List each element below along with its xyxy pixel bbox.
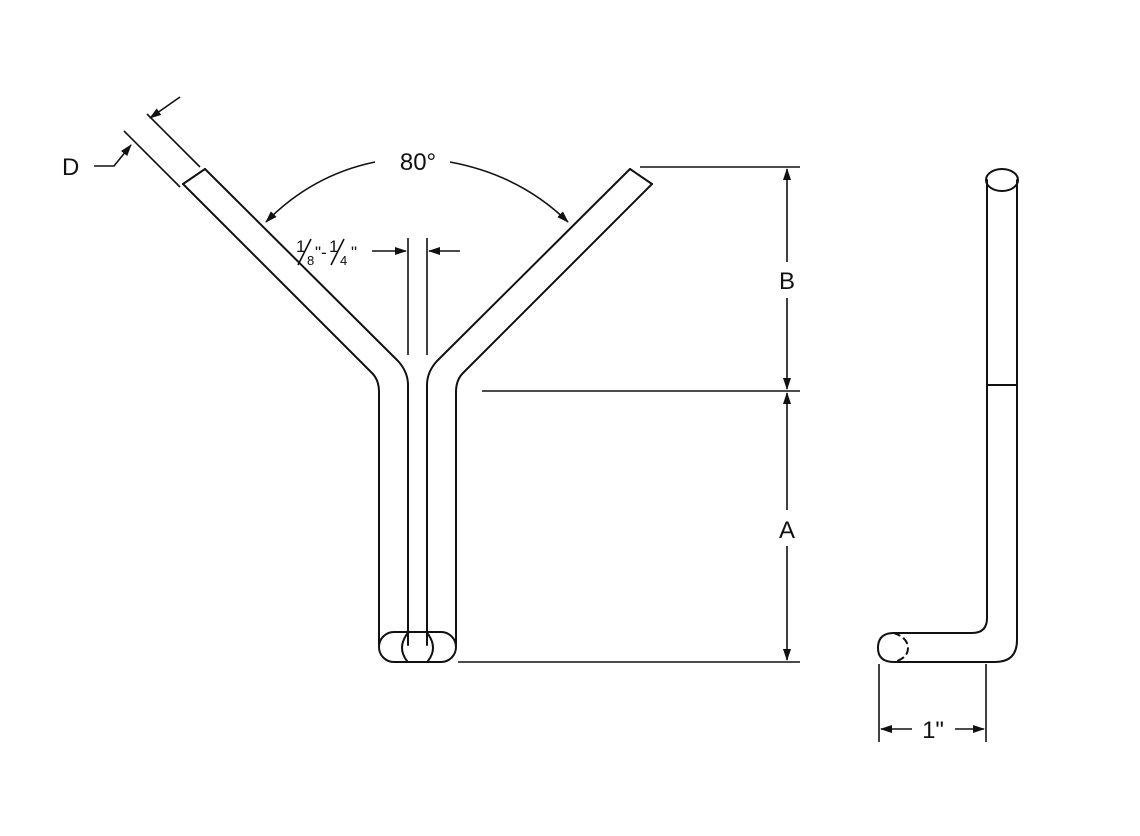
angle-arc-left (265, 161, 376, 223)
diameter-ext-line-2 (146, 113, 201, 168)
offset-dimension: 1" (878, 664, 987, 744)
gap-fraction-separator: "- (315, 243, 327, 262)
gap-dimension: 1 8 "- 1 4 " (296, 237, 460, 355)
rod-left-outer-edge (182, 183, 380, 646)
gap-fraction-1-slash (297, 238, 312, 266)
side-rod-inner-edge (893, 179, 988, 634)
offset-label: 1" (922, 717, 944, 744)
diameter-ext-line-1 (123, 130, 181, 188)
angle-dimension: 80° (265, 149, 569, 223)
a-label: A (779, 517, 795, 544)
height-dimensions: B A (458, 166, 800, 663)
diameter-dimension: D (62, 96, 201, 188)
rod-left-end-section (401, 633, 408, 662)
rod-right-end-section (427, 633, 434, 662)
gap-fraction-1-denominator: 8 (307, 253, 314, 268)
rod-right-end-cap (629, 168, 653, 185)
gap-fraction-1-numerator: 1 (296, 237, 305, 256)
side-rod-end-hidden (893, 632, 909, 663)
side-rod-end-left (877, 632, 895, 663)
b-label: B (779, 268, 795, 295)
gap-fraction-2-numerator: 1 (329, 237, 338, 256)
rod-bottom-loop (378, 631, 457, 663)
angle-arc-right (449, 161, 569, 223)
side-rod-outer-edge (893, 179, 1018, 663)
rod-right-inner-edge (426, 168, 631, 646)
rod-left-end-cap (182, 168, 206, 185)
angle-label: 80° (400, 149, 436, 176)
side-rod-top-end (985, 168, 1019, 192)
gap-fraction-end-mark: " (351, 243, 357, 262)
front-view-rod (182, 168, 653, 663)
gap-fraction-2-slash (330, 238, 345, 266)
diameter-leader (94, 144, 132, 167)
rod-left-inner-edge (204, 168, 409, 646)
rod-right-outer-edge (455, 183, 653, 646)
diameter-label: D (62, 154, 79, 181)
side-view-rod (877, 168, 1019, 663)
diameter-arrow-top (149, 96, 181, 119)
gap-label: 1 8 "- 1 4 " (296, 237, 357, 268)
gap-fraction-2-denominator: 4 (340, 253, 347, 268)
